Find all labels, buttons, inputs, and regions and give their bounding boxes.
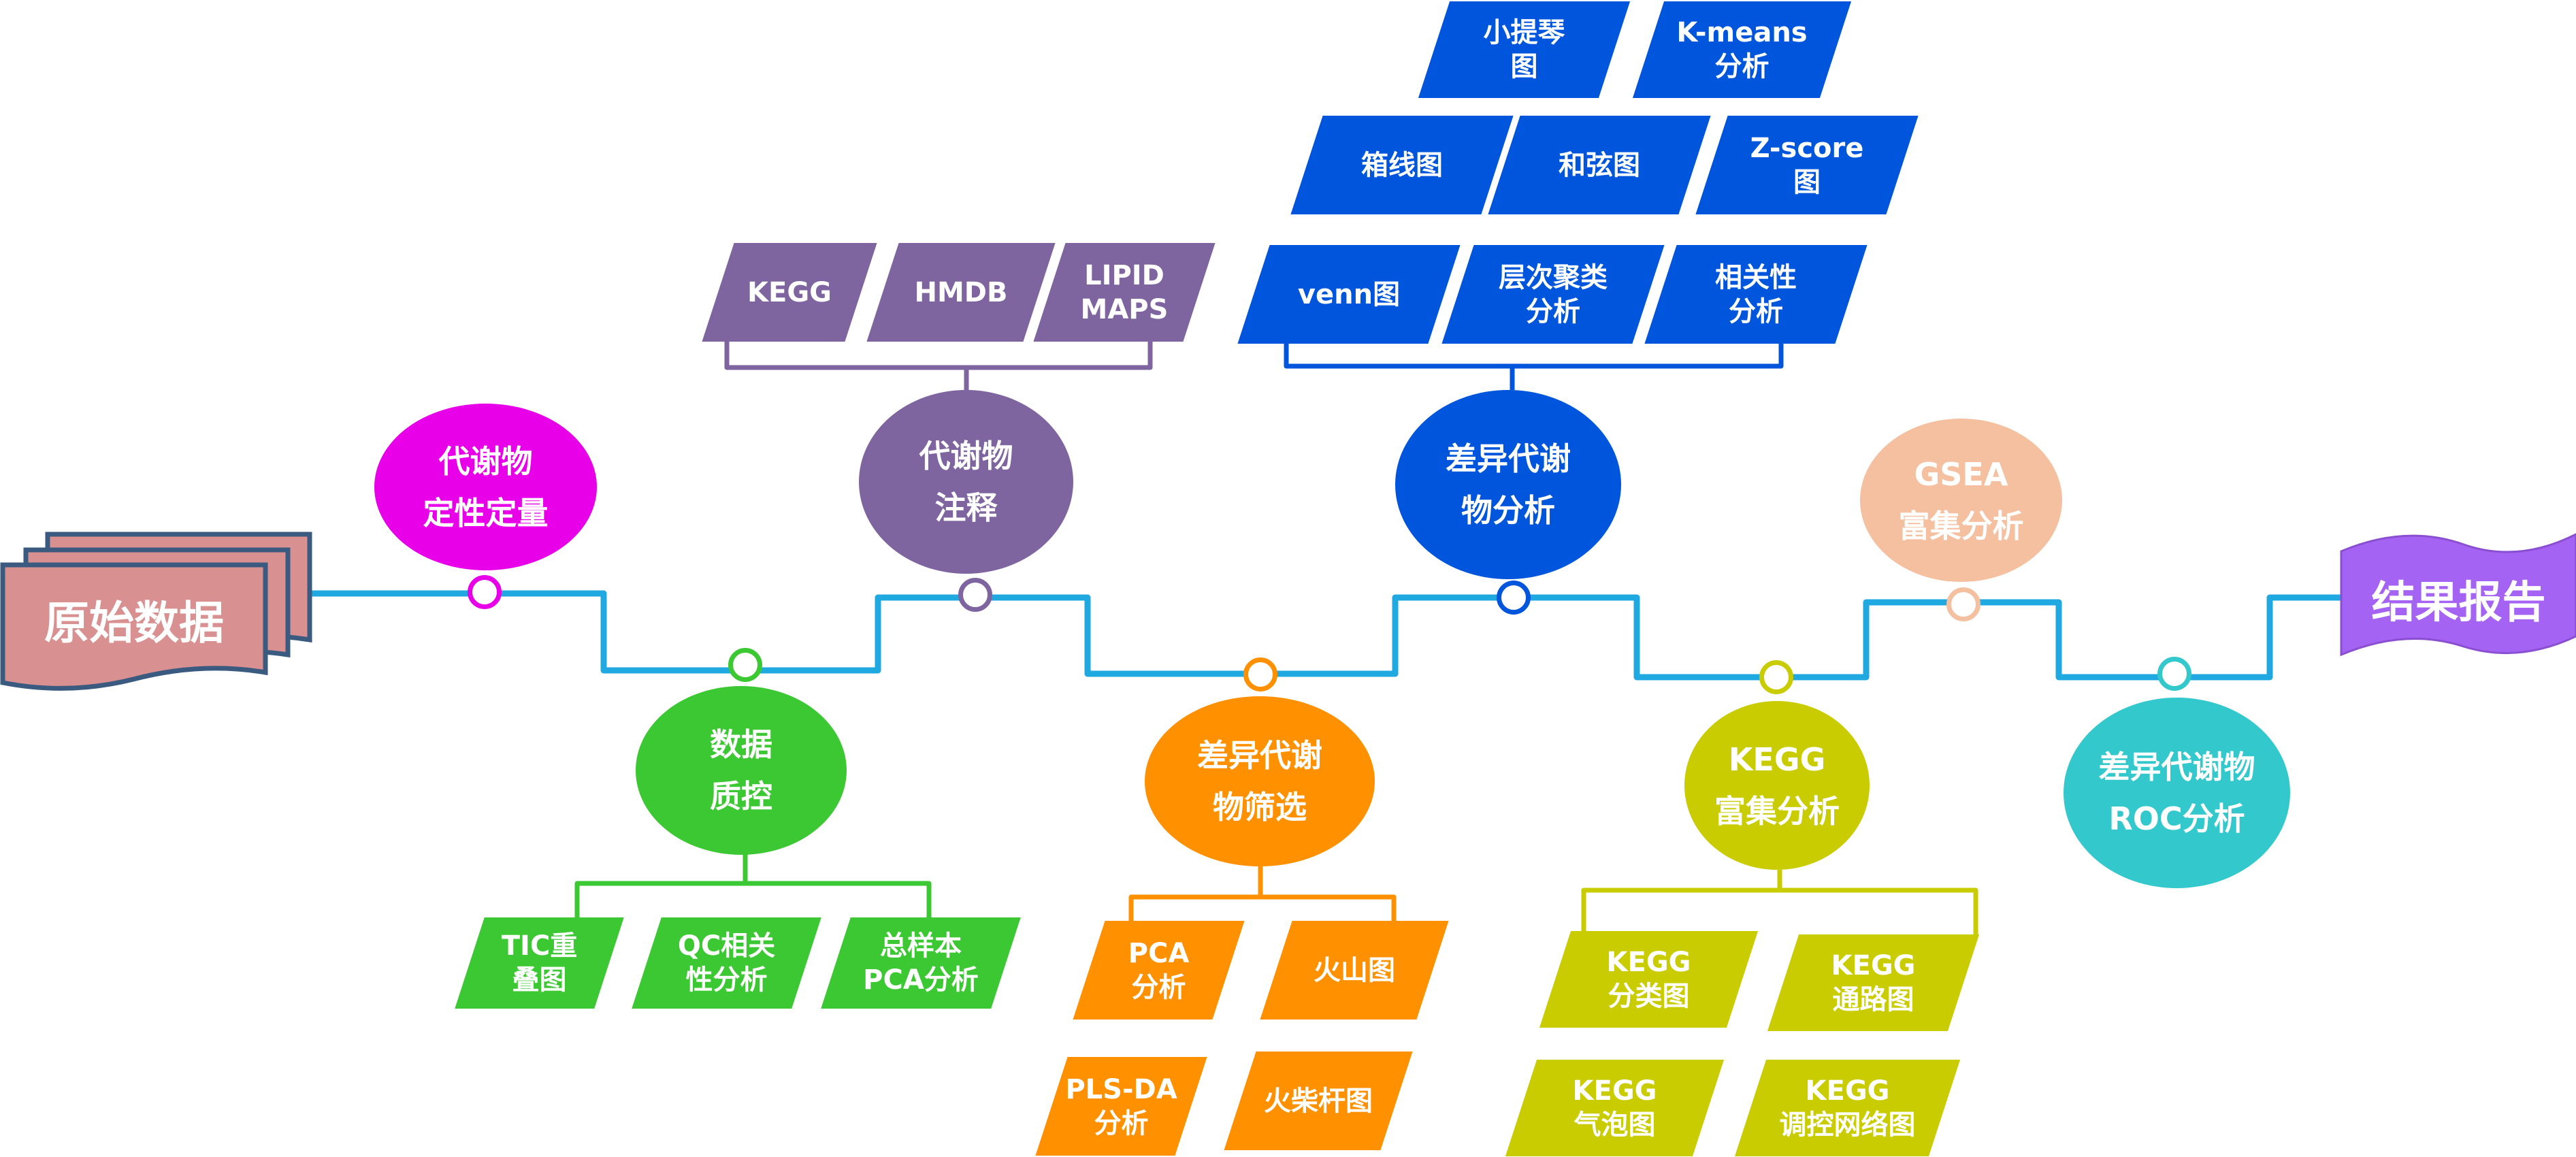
- kegg-box-pathway: KEGG 通路图: [1767, 934, 1980, 1031]
- diffana-bracket: [1284, 344, 1784, 369]
- annot-box-kegg-label: KEGG: [747, 276, 832, 308]
- step-kegg-label: KEGG 富集分析: [1714, 741, 1840, 830]
- step-roc-ellipse: 差异代谢物 ROC分析: [2064, 698, 2290, 888]
- node-quant: [468, 575, 502, 609]
- qc-box-pca: 总样本 PCA分析: [821, 917, 1021, 1009]
- step-roc-label: 差异代谢物 ROC分析: [2098, 749, 2255, 837]
- annot-box-hmdb-label: HMDB: [914, 276, 1008, 308]
- node-kegg: [1759, 660, 1793, 694]
- annot-box-lipidmaps-label: LIPID MAPS: [1080, 259, 1169, 325]
- screen-box-pca: PCA 分析: [1073, 921, 1245, 1020]
- qc-box-tic: TIC重 叠图: [455, 917, 624, 1009]
- diffana-box-corr-label: 相关性 分析: [1715, 261, 1797, 327]
- screen-bracket: [1128, 894, 1397, 921]
- step-diffana-label: 差异代谢 物分析: [1446, 440, 1571, 529]
- node-roc: [2157, 657, 2191, 691]
- diffana-box-chord: 和弦图: [1488, 116, 1711, 214]
- step-annot-label: 代谢物 注释: [919, 438, 1013, 526]
- diffana-box-violin-label: 小提琴 图: [1483, 17, 1565, 82]
- qc-box-qccorr-label: QC相关 性分析: [677, 930, 776, 996]
- step-kegg-ellipse: KEGG 富集分析: [1684, 701, 1870, 870]
- kegg-box-network: KEGG 调控网络图: [1734, 1060, 1961, 1156]
- qc-box-pca-label: 总样本 PCA分析: [863, 930, 979, 996]
- annot-box-hmdb: HMDB: [866, 243, 1056, 342]
- screen-box-plsda: PLS-DA 分析: [1035, 1057, 1207, 1156]
- screen-box-lollipop: 火柴杆图: [1224, 1052, 1413, 1150]
- start-label: 原始数据: [44, 597, 224, 649]
- diffana-box-zscore: Z-score 图: [1695, 116, 1919, 214]
- annot-box-lipidmaps: LIPID MAPS: [1033, 243, 1216, 342]
- step-gsea-ellipse: GSEA 富集分析: [1860, 419, 2062, 582]
- diffana-box-zscore-label: Z-score 图: [1750, 132, 1864, 198]
- screen-box-plsda-label: PLS-DA 分析: [1065, 1073, 1177, 1139]
- screen-box-pca-label: PCA 分析: [1128, 937, 1190, 1003]
- kegg-box-bubble-label: KEGG 气泡图: [1572, 1075, 1657, 1141]
- node-gsea: [1946, 587, 1980, 621]
- step-diffana-ellipse: 差异代谢 物分析: [1395, 390, 1621, 579]
- diffana-box-box: 箱线图: [1290, 116, 1514, 214]
- node-screen: [1243, 657, 1277, 691]
- kegg-box-network-label: KEGG 调控网络图: [1779, 1075, 1916, 1141]
- step-screen-label: 差异代谢 物筛选: [1197, 737, 1322, 826]
- annot-box-kegg: KEGG: [702, 243, 877, 342]
- diffana-box-corr: 相关性 分析: [1644, 245, 1868, 344]
- diffana-box-violin: 小提琴 图: [1418, 1, 1631, 98]
- kegg-box-class: KEGG 分类图: [1539, 931, 1759, 1028]
- end-label: 结果报告: [2371, 578, 2546, 628]
- diffana-box-chord-label: 和弦图: [1559, 149, 1640, 181]
- qc-box-qccorr: QC相关 性分析: [632, 917, 821, 1009]
- screen-box-volcano-label: 火山图: [1314, 954, 1395, 986]
- step-qc-ellipse: 数据 质控: [636, 686, 847, 855]
- step-quant-label: 代谢物 定性定量: [423, 442, 549, 532]
- node-diffana: [1497, 581, 1531, 615]
- kegg-bracket: [1581, 887, 1978, 934]
- step-quant-ellipse: 代谢物 定性定量: [374, 404, 597, 570]
- screen-box-volcano: 火山图: [1260, 921, 1449, 1020]
- qc-box-tic-label: TIC重 叠图: [501, 930, 578, 996]
- annot-bracket: [724, 342, 1153, 370]
- qc-bracket: [574, 881, 932, 917]
- diffana-box-hcluster: 层次聚类 分析: [1441, 245, 1665, 344]
- step-gsea-label: GSEA 富集分析: [1898, 456, 2024, 544]
- diffana-box-hcluster-label: 层次聚类 分析: [1499, 261, 1608, 327]
- diffana-box-kmeans: K-means 分析: [1632, 1, 1852, 98]
- node-annot: [958, 578, 992, 612]
- screen-box-lollipop-label: 火柴杆图: [1264, 1085, 1373, 1117]
- node-qc: [728, 648, 762, 682]
- kegg-box-bubble: KEGG 气泡图: [1505, 1060, 1725, 1156]
- step-qc-label: 数据 质控: [710, 726, 772, 815]
- diffana-box-kmeans-label: K-means 分析: [1676, 17, 1808, 82]
- diffana-box-box-label: 箱线图: [1361, 149, 1443, 181]
- step-annot-ellipse: 代谢物 注释: [859, 390, 1073, 574]
- timeline-path: [310, 590, 2341, 681]
- kegg-box-pathway-label: KEGG 通路图: [1831, 950, 1916, 1015]
- diffana-box-venn-label: venn图: [1297, 278, 1401, 310]
- step-screen-ellipse: 差异代谢 物筛选: [1145, 696, 1375, 866]
- kegg-box-class-label: KEGG 分类图: [1606, 947, 1691, 1012]
- diffana-box-venn: venn图: [1237, 245, 1461, 344]
